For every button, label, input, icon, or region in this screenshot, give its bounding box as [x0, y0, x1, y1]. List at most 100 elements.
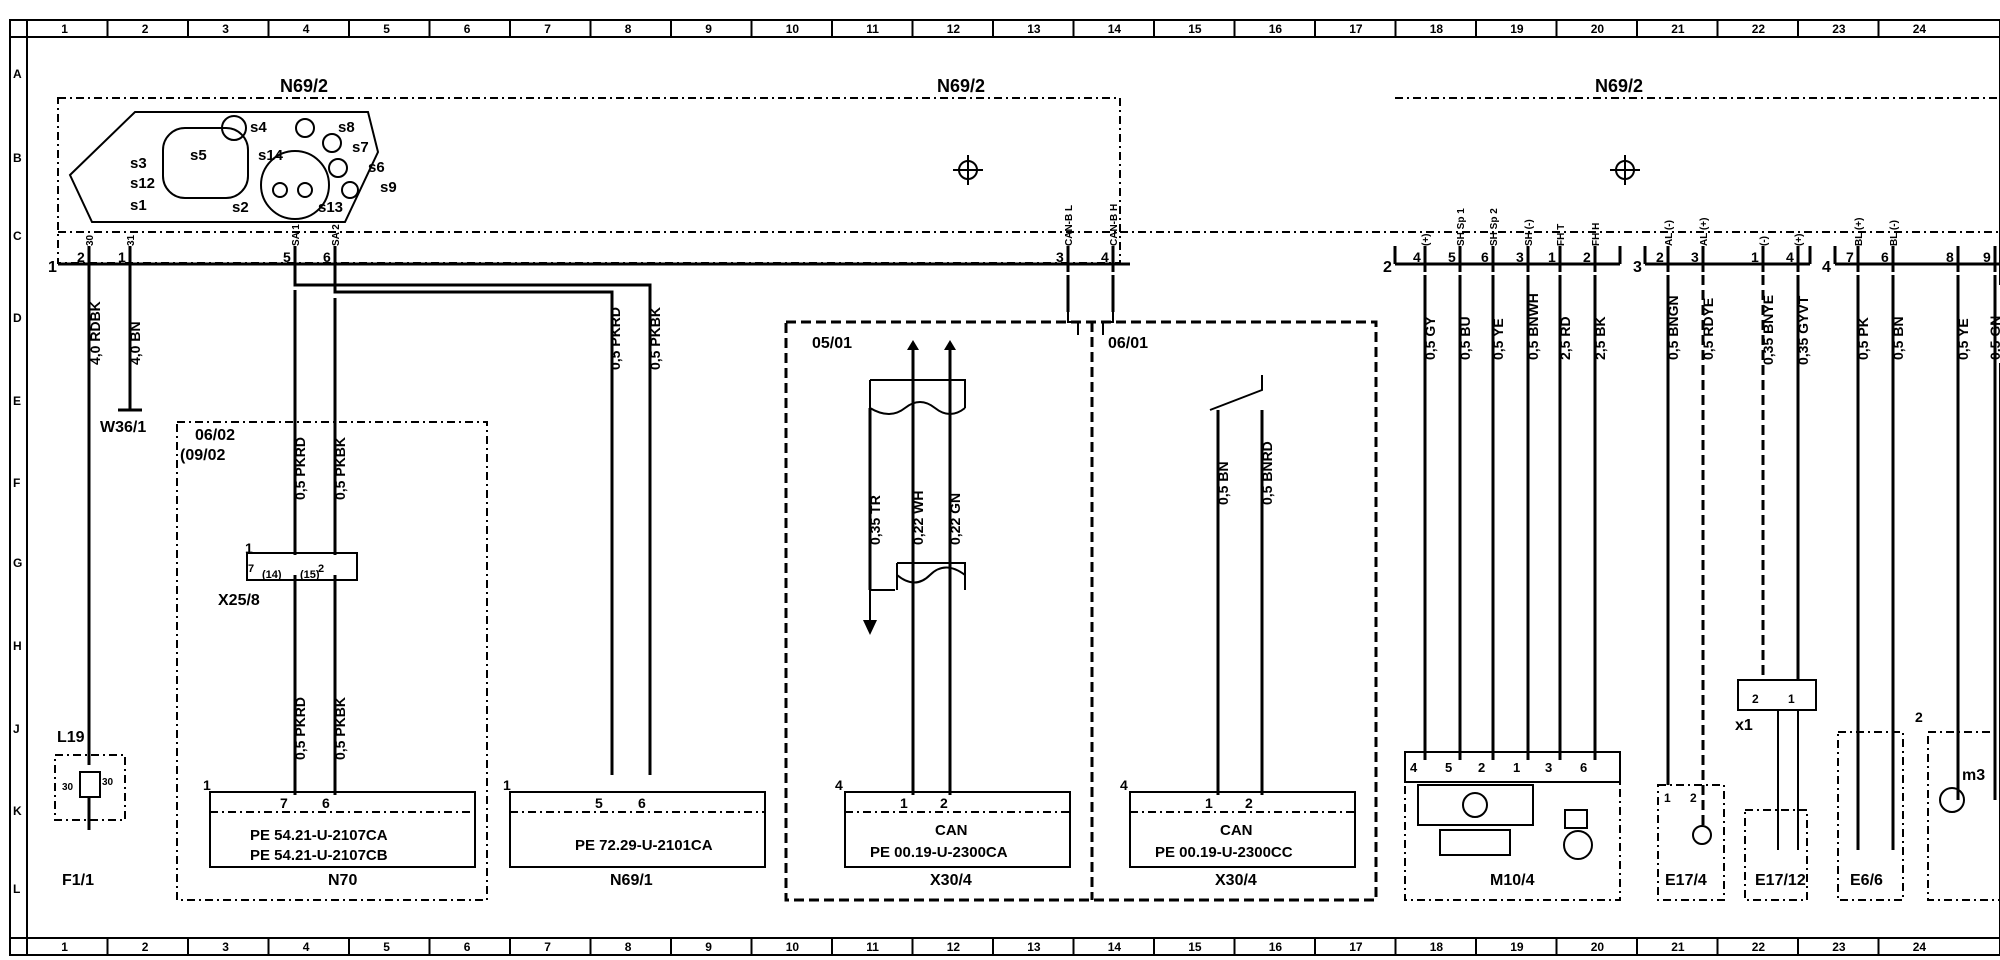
grid-col-label: 24 — [1913, 22, 1927, 36]
grid-col-label: 22 — [1752, 940, 1766, 954]
connector-number: 1 — [48, 259, 57, 276]
seat-switch-label: s12 — [130, 175, 155, 192]
component-label: N69/1 — [610, 872, 653, 889]
can-label: CAN — [1220, 822, 1253, 839]
grid-col-label: 7 — [544, 22, 551, 36]
pin-number: 7 — [1846, 249, 1854, 265]
grid-col-label: 1 — [61, 22, 68, 36]
pin-number: 3 — [1691, 249, 1699, 265]
x30-4-box-b — [1129, 811, 1356, 868]
pin-number: 6 — [1580, 760, 1587, 775]
seat-switch-label: s3 — [130, 155, 147, 172]
module-title-1: N69/2 — [280, 76, 328, 96]
pin-number: 6 — [322, 795, 330, 811]
pin-number: 6 — [638, 795, 646, 811]
grid-col-label: 23 — [1832, 940, 1846, 954]
pin-number: 1 — [503, 777, 511, 793]
pin-number: 2 — [318, 563, 324, 575]
grid-col-label: 22 — [1752, 22, 1766, 36]
n70-box — [209, 811, 476, 868]
wire-label: 4,0 RDBK — [87, 301, 103, 365]
grid-row-label: B — [13, 151, 22, 165]
pin-number: 6 — [1881, 249, 1889, 265]
grid-col-label: 15 — [1188, 22, 1202, 36]
pin-number: 4 — [1786, 249, 1794, 265]
pin-number: 2 — [1915, 709, 1923, 725]
connector-number: 2 — [1383, 259, 1392, 276]
module-title-3: N69/2 — [1595, 76, 1643, 96]
component-label: W36/1 — [100, 419, 146, 436]
can-block-outline — [784, 320, 1378, 902]
grid-col-label: 16 — [1269, 22, 1283, 36]
pin-number: 8 — [1946, 249, 1954, 265]
pin-number: 7 — [248, 563, 254, 575]
component-label: M10/4 — [1490, 872, 1535, 889]
grid-col-label: 20 — [1591, 940, 1605, 954]
pin-name: CAN-B H — [1109, 204, 1120, 246]
pin-name: SH (-) — [1524, 219, 1535, 246]
grid-col-label: 17 — [1349, 940, 1363, 954]
pin-number: 4 — [1120, 777, 1128, 793]
pin-number: 2 — [1478, 760, 1485, 775]
pe-reference: PE 72.29-U-2101CA — [575, 837, 713, 854]
pin-number: 3 — [1516, 249, 1524, 265]
module-outline-1 — [57, 97, 1121, 264]
seat-switch-label: s2 — [232, 199, 249, 216]
pin-number: 1 — [900, 795, 908, 811]
component-label: F1/1 — [62, 872, 94, 889]
grid-row-label: C — [13, 229, 22, 243]
grid-col-label: 7 — [544, 940, 551, 954]
seat-switch-label: s6 — [368, 159, 385, 176]
grid-col-label: 10 — [786, 940, 800, 954]
grid-col-label: 14 — [1108, 940, 1122, 954]
component-label: X30/4 — [930, 872, 972, 889]
pin-number: 4 — [1413, 249, 1421, 265]
pin-number: 1 — [1664, 791, 1671, 805]
pin-number: 2 — [77, 249, 85, 265]
component-label: X30/4 — [1215, 872, 1257, 889]
pin-number: (15) — [300, 569, 320, 581]
cross-reference: (09/02 — [180, 447, 225, 464]
grid-row-label: E — [13, 394, 21, 408]
component-label: E17/4 — [1665, 872, 1707, 889]
component-label: x1 — [1735, 717, 1753, 734]
pin-number: 6 — [323, 249, 331, 265]
pin-name: (+) — [1421, 234, 1432, 247]
pin-name: (-) — [1759, 236, 1770, 246]
pin-number: 3 — [1056, 249, 1064, 265]
component-label: X25/8 — [218, 592, 260, 609]
pin-name: (+) — [1794, 234, 1805, 247]
n70-zone — [176, 421, 488, 901]
grid-col-label: 8 — [625, 22, 632, 36]
pin-number: 1 — [118, 249, 126, 265]
grid-col-label: 13 — [1027, 22, 1041, 36]
pin-number: (14) — [262, 569, 282, 581]
grid-col-label: 5 — [383, 22, 390, 36]
ground-icon — [953, 155, 983, 185]
pin-number: 5 — [1448, 249, 1456, 265]
pin-name: SH Sp 2 — [1489, 208, 1500, 246]
connector-number: 3 — [1633, 259, 1642, 276]
grid-col-label: 19 — [1510, 22, 1524, 36]
grid-col-label: 2 — [142, 940, 149, 954]
seat-switch-label: s1 — [130, 197, 147, 214]
pin-number: 1 — [1205, 795, 1213, 811]
grid-col-label: 10 — [786, 22, 800, 36]
pin-number: 1 — [1751, 249, 1759, 265]
pin-name: CAN-B L — [1064, 205, 1075, 246]
pin-number: 2 — [1656, 249, 1664, 265]
pe-reference: PE 54.21-U-2107CB — [250, 847, 388, 864]
pin-number: 2 — [940, 795, 948, 811]
pin-number: 1 — [203, 777, 211, 793]
grid-col-label: 8 — [625, 940, 632, 954]
pin-number: 5 — [1445, 760, 1452, 775]
grid-col-label: 21 — [1671, 22, 1685, 36]
grid-row-label: A — [13, 67, 22, 81]
pin-number: 6 — [1481, 249, 1489, 265]
component-label: N70 — [328, 872, 357, 889]
